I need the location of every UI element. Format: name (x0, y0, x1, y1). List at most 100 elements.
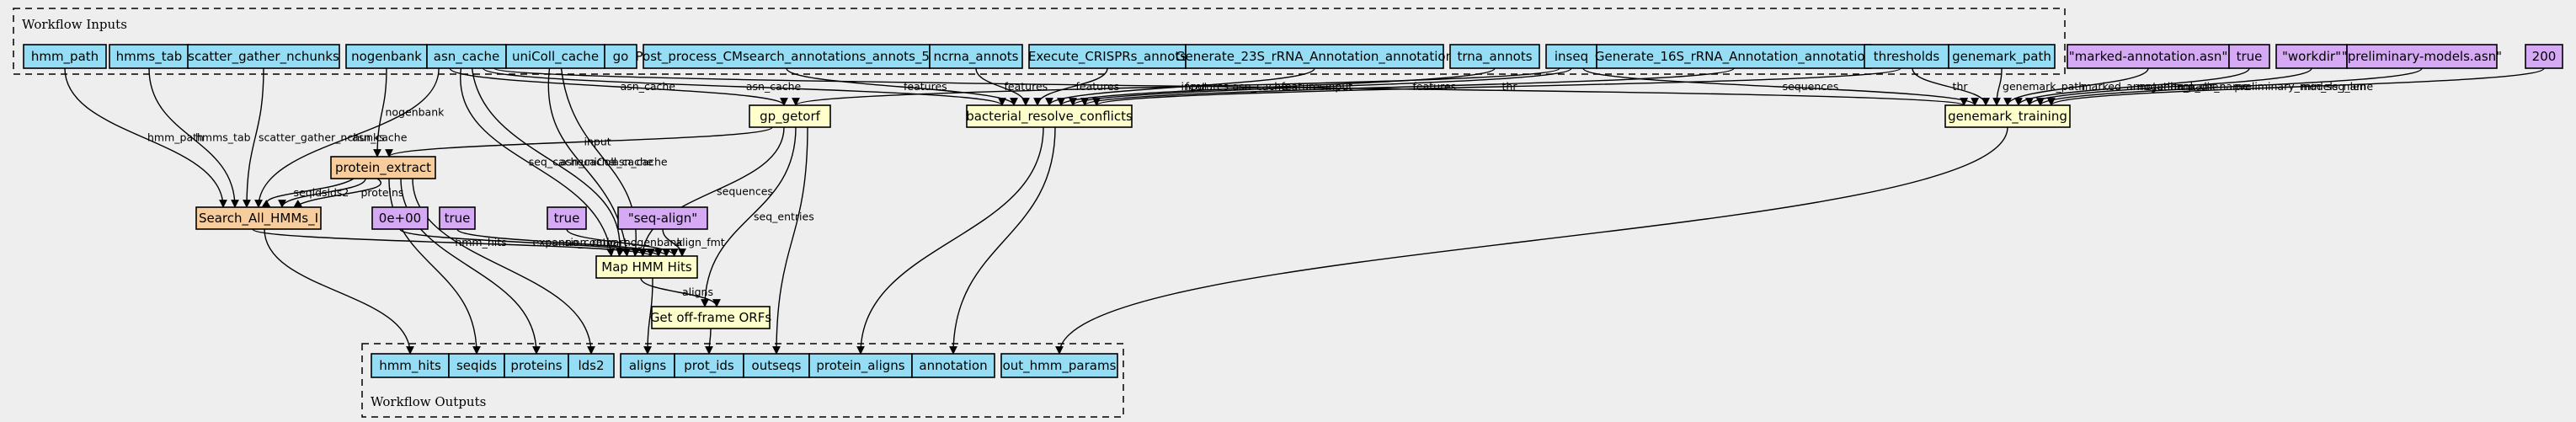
node-ncrna-annots[interactable]: ncrna_annots (929, 44, 1023, 69)
edge-asn-cache-to-map-hmm: seq_cache (460, 67, 615, 257)
edge-gp-getorf-to-outseqs (772, 126, 808, 355)
node-label: prot_ids (684, 358, 734, 374)
edge-asn-cache-to-map-hmm: asn_cache (471, 67, 625, 257)
edge-gp-getorf-to-protein-extract: input (385, 126, 773, 158)
edge-protein-extract-to-search-all: seqids (261, 178, 355, 208)
node-trna-annots[interactable]: trna_annots (1449, 44, 1540, 69)
edge-label: features (904, 80, 947, 93)
edge-label: align_fmt (676, 236, 725, 248)
node-v0e[interactable]: 0e+00 (371, 206, 429, 230)
node-proteins[interactable]: proteins (504, 353, 569, 378)
node-label: trna_annots (1457, 49, 1532, 65)
node-label: "preliminary-models.asn" (2342, 49, 2502, 64)
node-aligns[interactable]: aligns (620, 353, 675, 378)
node-gen23s[interactable]: Generate_23S_rRNA_Annotation_annotation (1176, 44, 1453, 69)
edge-gen16s-to-bacterial-resolve: features (1080, 67, 1735, 106)
edge-genemark-path-to-genemark-training: genemark_path (1992, 67, 2085, 106)
node-outseqs[interactable]: outseqs (743, 353, 810, 378)
edge-bacterial-resolve-to-protein-aligns (856, 126, 1044, 355)
node-label: outseqs (752, 358, 802, 373)
node-label: seqids (456, 358, 497, 373)
node-label: Post_process_CMsearch_annotations_annots… (636, 49, 938, 65)
edge-label: seq_cache (529, 156, 584, 168)
edge-label: sequences (717, 185, 773, 198)
node-nogenbank[interactable]: nogenbank (345, 44, 428, 69)
edge-label: thr (1953, 80, 1969, 93)
node-search-all[interactable]: Search_All_HMMs_I (195, 206, 322, 230)
node-scatter-gather-nchunks[interactable]: scatter_gather_nchunks (187, 44, 340, 69)
node-true-top[interactable]: true (2228, 44, 2270, 69)
node-genemark-training[interactable]: genemark_training (1944, 104, 2071, 128)
edge-label: nogenbank (386, 106, 445, 119)
edge-gp-getorf-to-map-hmm: sequences (638, 126, 785, 257)
edge-search-all-to-hmm-hits (264, 228, 414, 355)
node-hmms-tab[interactable]: hmms_tab (109, 44, 189, 69)
edge-bacterial-resolve-to-annotation (949, 126, 1056, 355)
node-post-process[interactable]: Post_process_CMsearch_annotations_annots… (636, 44, 938, 69)
edge-seq-align-to-map-hmm: align_fmt (662, 228, 725, 257)
node-label: annotation (919, 358, 987, 373)
edge-label: proteins (361, 186, 404, 199)
edge-label: input (584, 136, 611, 148)
node-annotation[interactable]: annotation (911, 353, 995, 378)
node-label: "seq-align" (628, 211, 697, 226)
node-go[interactable]: go (604, 44, 637, 69)
node-v200[interactable]: 200 (2525, 44, 2563, 69)
node-inseq[interactable]: inseq (1545, 44, 1597, 69)
node-label: Search_All_HMMs_I (199, 211, 318, 227)
node-label: "workdir" (2282, 49, 2341, 64)
node-protein-extract[interactable]: protein_extract (330, 156, 436, 179)
node-bacterial-resolve[interactable]: bacterial_resolve_conflicts (966, 104, 1133, 128)
edge-protein-extract-to-proteins (400, 178, 541, 355)
node-prelim-asn[interactable]: "preliminary-models.asn" (2342, 44, 2502, 69)
node-label: Generate_23S_rRNA_Annotation_annotation (1176, 49, 1453, 65)
node-thresholds[interactable]: thresholds (1864, 44, 1949, 69)
node-asn-cache[interactable]: asn_cache (426, 44, 507, 69)
node-label: genemark_path (1952, 49, 2051, 65)
node-label: Generate_16S_rRNA_Annotation_annotation (1595, 49, 1873, 65)
edge-label: hmm_path (147, 131, 204, 144)
node-execute-crispr[interactable]: Execute_CRISPRs_annots (1028, 44, 1187, 69)
node-label: uniColl_cache (512, 49, 599, 65)
node-true-a[interactable]: true (439, 206, 476, 230)
node-hmm-hits[interactable]: hmm_hits (371, 353, 450, 378)
edge-scatter-gather-nchunks-to-search-all: scatter_gather_nchunks (243, 67, 385, 208)
node-genemark-path[interactable]: genemark_path (1948, 44, 2056, 69)
edge-true-a-to-map-hmm: no_compart (456, 228, 671, 257)
node-get-offframe[interactable]: Get off-frame ORFs (650, 306, 772, 329)
edge-protein-extract-to-search-all: proteins (293, 178, 404, 208)
node-true-b[interactable]: true (547, 206, 587, 230)
node-workdir[interactable]: "workdir" (2275, 44, 2348, 69)
node-seq-align[interactable]: "seq-align" (617, 206, 708, 230)
node-label: go (613, 49, 629, 64)
node-label: bacterial_resolve_conflicts (966, 109, 1133, 125)
node-seqids[interactable]: seqids (448, 353, 505, 378)
edge-protein-extract-to-lds2 (412, 178, 595, 355)
edge-get-offframe-to-prot-ids (705, 328, 713, 355)
edge-v200-to-genemark-training: min_seq_len (2047, 67, 2545, 106)
node-hmm-path[interactable]: hmm_path (23, 44, 107, 69)
node-label: 200 (2532, 49, 2557, 64)
node-uniColl-cache[interactable]: uniColl_cache (505, 44, 605, 69)
node-map-hmm[interactable]: Map HMM Hits (595, 255, 698, 279)
node-prot-ids[interactable]: prot_ids (674, 353, 744, 378)
node-protein-aligns[interactable]: protein_aligns (808, 353, 913, 378)
node-label: "marked-annotation.asn" (2069, 49, 2228, 64)
node-out-hmm-params[interactable]: out_hmm_params (1000, 353, 1118, 378)
node-marked-asn[interactable]: "marked-annotation.asn" (2067, 44, 2230, 69)
node-label: aligns (629, 358, 667, 373)
edge-hmm-path-to-search-all: hmm_path (64, 67, 227, 208)
node-label: out_hmm_params (1003, 358, 1117, 374)
node-label: true (554, 211, 580, 226)
node-label: hmms_tab (116, 49, 183, 65)
edge-hmms-tab-to-search-all: hmms_tab (148, 67, 251, 208)
edge-ncrna-annots-to-bacterial-resolve: features (975, 67, 1048, 106)
node-lds2[interactable]: lds2 (568, 353, 615, 378)
edge-label: asn_cache (746, 80, 802, 93)
node-label: scatter_gather_nchunks (188, 49, 339, 65)
node-label: true (2237, 49, 2263, 64)
node-label: protein_aligns (816, 358, 904, 374)
node-label: gp_getorf (760, 109, 821, 125)
node-gen16s[interactable]: Generate_16S_rRNA_Annotation_annotation (1595, 44, 1873, 69)
node-gp-getorf[interactable]: gp_getorf (749, 104, 831, 128)
